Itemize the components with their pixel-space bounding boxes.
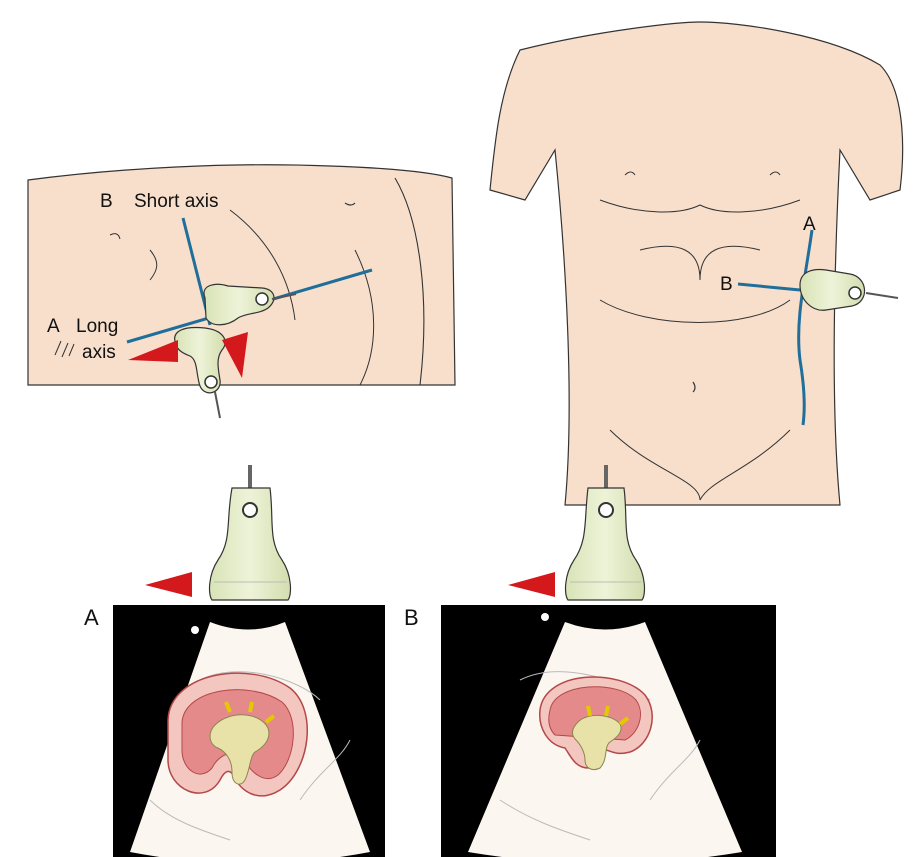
flank-side-view: B Short axis A Long axis [27,164,456,419]
panel-a-marker-dot [191,626,199,634]
ultrasound-panel-b: B [404,465,776,857]
panel-b-label: B [404,605,419,630]
side-label-b: B [100,191,113,212]
panel-b-orientation-marker [508,572,555,597]
orientation-marker-long [128,340,178,362]
probe-long-axis-icon [203,283,297,326]
panel-b-marker-dot [541,613,549,621]
torso-axis-a-line [797,229,814,426]
side-label-a: A [47,316,60,337]
panel-a-orientation-marker [145,572,192,597]
torso-label-b: B [720,274,733,295]
probe-short-axis-icon [174,326,226,419]
panel-b-kidney [539,676,653,771]
panel-a-kidney [167,672,309,797]
torso-probe-icon [799,268,899,311]
torso-label-a: A [803,214,816,235]
orientation-marker-short [222,332,248,378]
long-axis-label-line1: Long [76,316,118,337]
panel-a-probe-icon [208,487,292,601]
torso-skin [489,21,904,506]
torso-front-view: A B [489,21,904,506]
panel-b-probe-icon [564,487,646,601]
panel-a-label: A [84,605,99,630]
ultrasound-panel-a: A [84,465,385,857]
torso-axis-b-line [737,282,801,292]
flank-skin [27,164,456,386]
long-axis-label-line2: axis [82,342,116,363]
short-axis-label: Short axis [134,191,218,212]
